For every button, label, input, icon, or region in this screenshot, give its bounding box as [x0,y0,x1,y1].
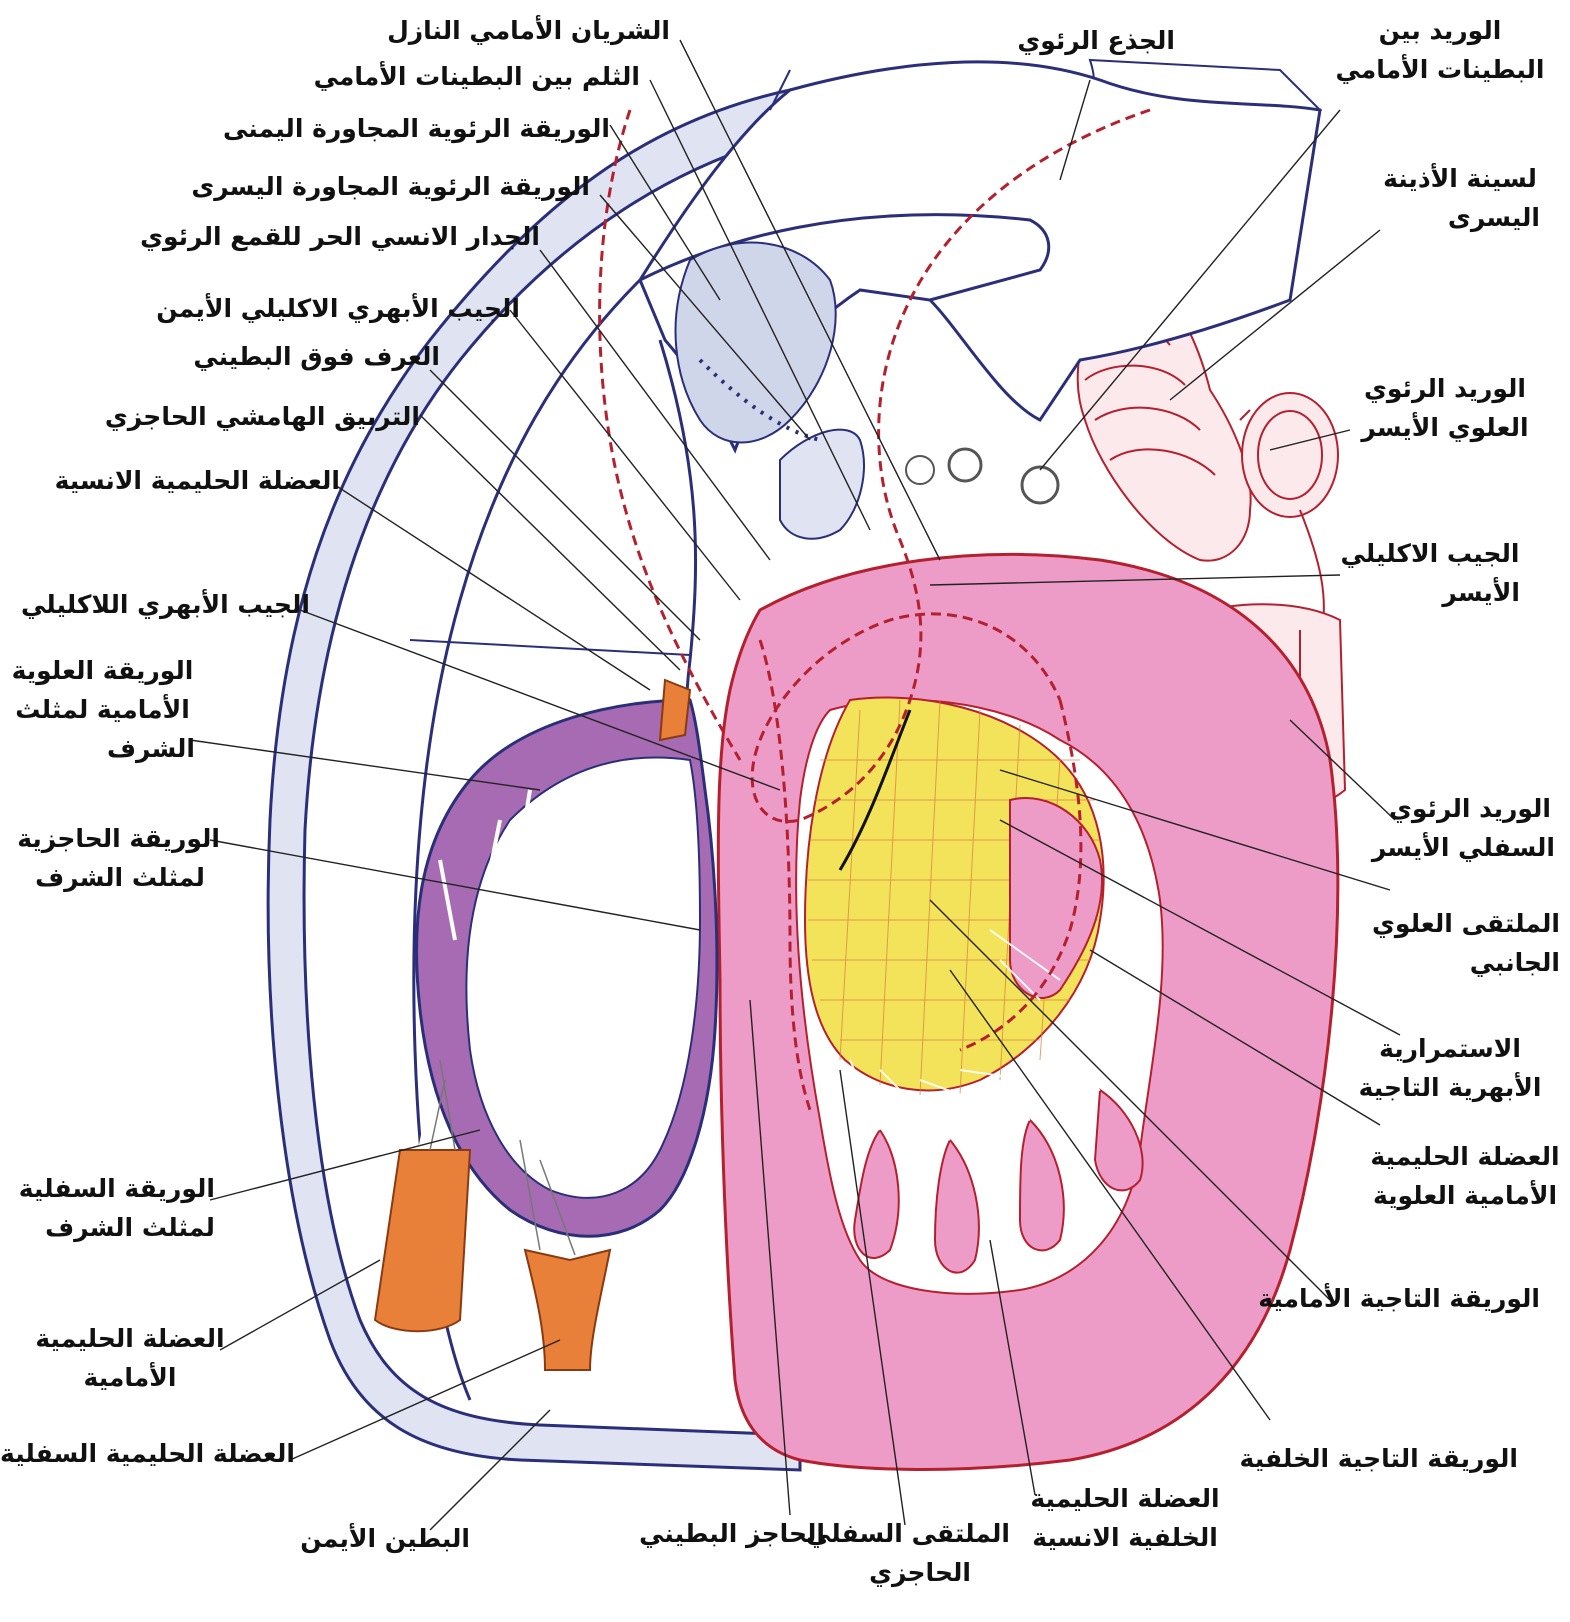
label-right-coronary-sinus: الجيب الأبهري الاكليلي الأيمن [156,290,520,329]
label-left-atrial-appendage-l1: لسينة الأذينة [1380,160,1540,199]
label-septomarginal-trabeculation: التربيق الهامشي الحاجزي [105,398,420,437]
label-right-adjacent-cusp: الوريقة الرئوية المجاورة اليمنى [223,110,610,149]
label-anterosuperior-papillary: العضلة الحليمية الأمامية العلوية [1365,1138,1565,1216]
label-aortomitral-continuity-l1: الاستمرارية [1355,1030,1545,1069]
label-tricuspid-inferior: الوريقة السفلية لمثلث الشرف [45,1170,215,1248]
label-tricuspid-septal-l2: لمثلث الشرف [20,859,220,898]
label-tricuspid-inferior-l2: لمثلث الشرف [45,1209,215,1248]
coronary-ostium-1 [906,456,934,484]
label-left-coronary-sinus-l2: الأيسر [1340,574,1520,613]
papillary-muscle-inferior [525,1250,610,1370]
label-left-inferior-pulmonary-vein: الوريد الرئوي السفلي الأيسر [1385,790,1555,868]
label-anterior-interventricular-vein-l1: الوريد بين [1335,12,1545,51]
label-anterior-papillary-l2: الأمامية [30,1359,230,1398]
label-descending-artery: الشريان الأمامي النازل [387,12,670,51]
label-anterosuperior-papillary-l1: العضلة الحليمية [1365,1138,1565,1177]
label-mitral-posterior-leaflet: الوريقة التاجية الخلفية [1240,1440,1518,1479]
label-infundibulum-free-wall: الجدار الانسي الحر للقمع الرئوي [140,218,540,257]
label-left-atrial-appendage: لسينة الأذينة اليسرى [1380,160,1540,238]
label-mitral-anterior-leaflet: الوريقة التاجية الأمامية [1258,1280,1540,1319]
label-tricuspid-anterosuperior-l1: الوريقة العلوية [10,652,195,691]
label-tricuspid-anterosuperior-l2: الأمامية لمثلث [10,691,195,730]
label-superolateral-commissure-l1: الملتقى العلوي [1380,905,1560,944]
label-anterior-papillary-l1: العضلة الحليمية [30,1320,230,1359]
pulmonary-cusp-left [780,430,864,539]
label-aortomitral-continuity-l2: الأبهرية التاجية [1355,1069,1545,1108]
label-tricuspid-septal: الوريقة الحاجزية لمثلث الشرف [20,820,220,898]
label-left-superior-pulmonary-vein-l1: الوريد الرئوي [1360,370,1530,409]
papillary-muscle-medial [660,680,690,740]
label-aortomitral-continuity: الاستمرارية الأبهرية التاجية [1355,1030,1545,1108]
label-left-atrial-appendage-l2: اليسرى [1380,199,1540,238]
label-ventricular-septum: الحاجز البطيني [639,1515,825,1554]
label-posteromedial-papillary: العضلة الحليمية الخلفية الانسية [1025,1480,1225,1558]
label-pulmonary-trunk: الجذع الرئوي [1017,22,1175,61]
label-interventricular-notch: الثلم بين البطينات الأمامي [314,58,640,97]
label-posteromedial-papillary-l1: العضلة الحليمية [1025,1480,1225,1519]
pulmonary-cusp-right [676,243,836,443]
label-left-superior-pulmonary-vein: الوريد الرئوي العلوي الأيسر [1360,370,1530,448]
label-supraventricular-crest: العرف فوق البطيني [193,338,440,377]
label-noncoronary-sinus: الجيب الأبهري اللاكليلي [21,586,310,625]
label-tricuspid-anterosuperior-l3: الشرف [10,730,195,769]
label-tricuspid-septal-l1: الوريقة الحاجزية [20,820,220,859]
label-medial-papillary: العضلة الحليمية الانسية [55,462,340,501]
label-anterior-interventricular-vein: الوريد بين البطينات الأمامي [1335,12,1545,90]
label-inferior-commissure: الملتقى السفلي الحاجزي [830,1515,1010,1593]
label-posteromedial-papillary-l2: الخلفية الانسية [1025,1519,1225,1558]
label-tricuspid-anterosuperior: الوريقة العلوية الأمامية لمثلث الشرف [10,652,195,768]
label-superolateral-commissure-l2: الجانبي [1380,944,1560,983]
label-left-coronary-sinus-l1: الجيب الاكليلي [1340,535,1520,574]
label-inferior-commissure-l2: الحاجزي [830,1554,1010,1593]
label-anterior-interventricular-vein-l2: البطينات الأمامي [1335,51,1545,90]
label-left-superior-pulmonary-vein-l2: العلوي الأيسر [1360,409,1530,448]
label-anterior-papillary: العضلة الحليمية الأمامية [30,1320,230,1398]
label-inferior-commissure-l1: الملتقى السفلي [830,1515,1010,1554]
label-left-inferior-pulmonary-vein-l1: الوريد الرئوي [1385,790,1555,829]
label-tricuspid-inferior-l1: الوريقة السفلية [45,1170,215,1209]
label-left-adjacent-cusp: الوريقة الرئوية المجاورة اليسرى [191,168,590,207]
label-anterosuperior-papillary-l2: الأمامية العلوية [1365,1177,1565,1216]
label-left-coronary-sinus: الجيب الاكليلي الأيسر [1340,535,1520,613]
label-right-ventricle: البطين الأيمن [300,1520,470,1559]
papillary-muscle-anterior [375,1150,470,1331]
label-left-inferior-pulmonary-vein-l2: السفلي الأيسر [1385,829,1555,868]
label-superolateral-commissure: الملتقى العلوي الجانبي [1380,905,1560,983]
label-inferior-papillary: العضلة الحليمية السفلية [0,1435,295,1474]
